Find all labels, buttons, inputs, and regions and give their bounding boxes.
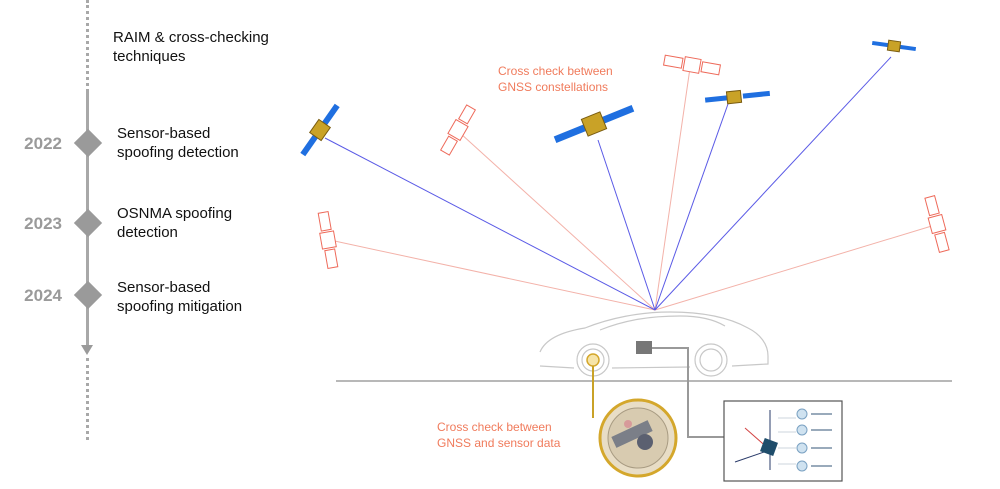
timeline-top-dotted (86, 0, 89, 92)
timeline-item-label-line: OSNMA spoofing (117, 205, 233, 222)
timeline-bottom-dotted (86, 358, 89, 440)
caption-line: GNSS constellations (498, 80, 609, 94)
timeline-year-2022: 2022 (24, 134, 62, 153)
satellite-outline-icon (662, 54, 722, 76)
satellite-icon (300, 103, 340, 157)
timeline-item-label-line: spoofing detection (117, 144, 239, 161)
timeline-year-2023: 2023 (24, 214, 62, 233)
imu-connector-line (652, 347, 724, 438)
caption-constellations: Cross check between GNSS constellations (498, 63, 613, 95)
imu-panel-icon (723, 400, 843, 482)
imu-sensor-box (636, 341, 652, 354)
timeline-item-label: OSNMA spoofing detection (117, 204, 232, 242)
satellite-icon (704, 89, 771, 105)
satellite-outline-icon (317, 210, 339, 270)
timeline-intro-line-1: RAIM & cross-checking (113, 29, 269, 46)
timeline-year-2024: 2024 (24, 286, 62, 305)
satellite-icon (553, 105, 635, 143)
car-icon (539, 311, 769, 377)
satellite-icon (871, 39, 917, 53)
wheel-sensor-icon (598, 398, 678, 478)
timeline-item-label-line: Sensor-based (117, 125, 211, 142)
caption-sensor: Cross check between GNSS and sensor data (437, 419, 560, 451)
timeline-item-label-line: detection (117, 224, 178, 241)
caption-line: GNSS and sensor data (437, 436, 561, 450)
satellite-outline-icon (439, 104, 477, 156)
timeline-item-label-line: spoofing mitigation (117, 298, 243, 315)
caption-line: Cross check between (498, 64, 613, 78)
wheel-sensor-point (586, 353, 600, 367)
satellite-outline-icon (924, 195, 950, 253)
caption-line: Cross check between (437, 420, 552, 434)
active-signal-lines (324, 56, 892, 311)
timeline-item-label: Sensor-based spoofing mitigation (117, 278, 242, 316)
timeline-item-label-line: Sensor-based (117, 279, 211, 296)
timeline-intro-line-2: techniques (113, 48, 186, 65)
timeline-intro: RAIM & cross-checking techniques (113, 28, 269, 66)
timeline-item-label: Sensor-based spoofing detection (117, 124, 239, 162)
outline-signal-lines (329, 67, 936, 311)
